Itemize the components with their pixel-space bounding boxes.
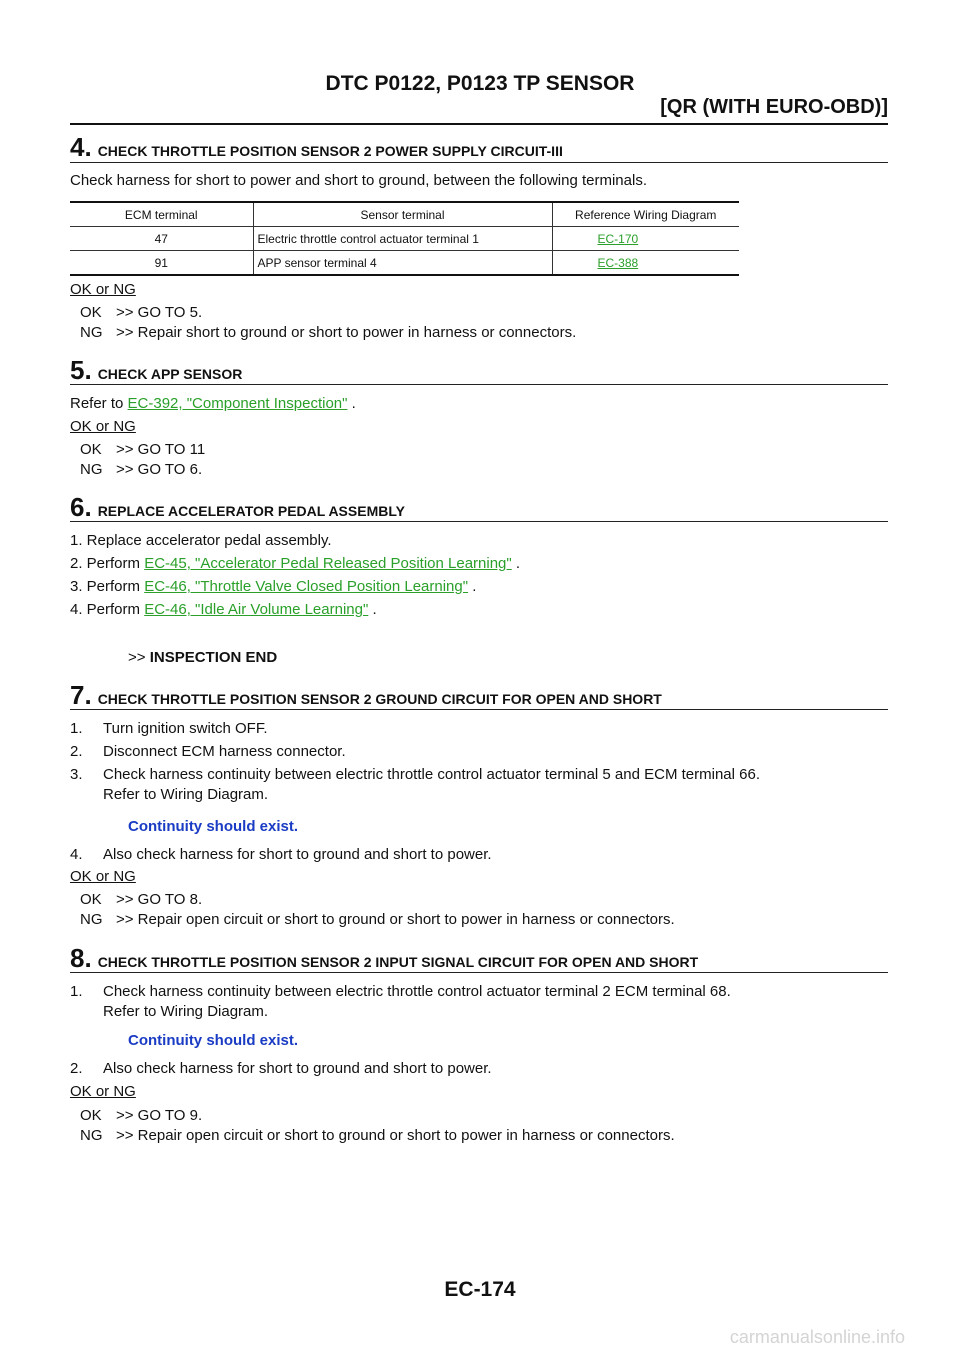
inspection-end: >> INSPECTION END [128, 649, 278, 666]
col-header-ecm: ECM terminal [70, 201, 253, 227]
ok-result: OK>> GO TO 11 [80, 441, 206, 458]
page-title: DTC P0122, P0123 TP SENSOR [325, 72, 635, 95]
table-header-row: ECM terminal Sensor terminal Reference W… [70, 201, 739, 227]
section-5-rule [70, 384, 888, 385]
link-ec-170[interactable]: EC-170 [597, 231, 639, 246]
link-component-inspection[interactable]: EC-392, "Component Inspection" [127, 395, 348, 412]
section-6-rule [70, 521, 888, 522]
ok-or-ng-label: OK or NG [70, 281, 136, 298]
page-subtitle: [QR (WITH EURO-OBD)] [660, 96, 888, 118]
ng-result: NG>> Repair open circuit or short to gro… [80, 1127, 675, 1144]
link-idle-air-volume-learning[interactable]: EC-46, "Idle Air Volume Learning" [144, 601, 369, 618]
link-pedal-released-learning[interactable]: EC-45, "Accelerator Pedal Released Posit… [144, 555, 512, 572]
section-4-heading: 4. CHECK THROTTLE POSITION SENSOR 2 POWE… [70, 132, 563, 162]
header-rule [70, 123, 888, 125]
link-throttle-closed-learning[interactable]: EC-46, "Throttle Valve Closed Position L… [144, 578, 469, 595]
ng-result: NG>> Repair open circuit or short to gro… [80, 911, 675, 928]
ok-or-ng-label: OK or NG [70, 868, 136, 885]
section-7-rule [70, 709, 888, 710]
step-item: 4.Also check harness for short to ground… [70, 846, 492, 863]
step-item-continued: Refer to Wiring Diagram. [103, 1003, 269, 1020]
step-item: 3. Perform EC-46, "Throttle Valve Closed… [70, 578, 477, 595]
section-6-heading: 6. REPLACE ACCELERATOR PEDAL ASSEMBLY [70, 492, 405, 522]
watermark: carmanualsonline.info [729, 1327, 905, 1347]
spec-text: Continuity should exist. [128, 1032, 299, 1049]
cell-ecm-terminal: 91 [70, 250, 253, 276]
ok-result: OK>> GO TO 9. [80, 1107, 203, 1124]
section-8-heading: 8. CHECK THROTTLE POSITION SENSOR 2 INPU… [70, 943, 699, 973]
spec-text: Continuity should exist. [128, 818, 299, 835]
section-5-refer: Refer to EC-392, "Component Inspection" … [70, 395, 356, 412]
section-4-rule [70, 162, 888, 163]
section-4-results: OK>> GO TO 5. NG>> Repair short to groun… [80, 303, 576, 343]
section-8-rule [70, 972, 888, 973]
ok-result: OK>> GO TO 8. [80, 891, 203, 908]
table-row: 47 Electric throttle control actuator te… [70, 226, 739, 251]
link-ec-388[interactable]: EC-388 [597, 255, 639, 270]
page-number: EC-174 [444, 1278, 516, 1301]
step-item: 4. Perform EC-46, "Idle Air Volume Learn… [70, 601, 377, 618]
section-7-results: OK>> GO TO 8. NG>> Repair open circuit o… [80, 890, 675, 930]
step-item: 1.Turn ignition switch OFF. [70, 720, 268, 737]
step-item: 2. Perform EC-45, "Accelerator Pedal Rel… [70, 555, 521, 572]
step-item: 1. Replace accelerator pedal assembly. [70, 532, 332, 549]
ok-or-ng-label: OK or NG [70, 1083, 136, 1100]
step-item: 2.Disconnect ECM harness connector. [70, 743, 346, 760]
step-item: 3.Check harness continuity between elect… [70, 766, 760, 783]
cell-sensor-terminal: Electric throttle control actuator termi… [252, 226, 552, 251]
step-item: 1.Check harness continuity between elect… [70, 983, 731, 1000]
col-header-reference: Reference Wiring Diagram [551, 201, 739, 227]
ng-result: NG>> Repair short to ground or short to … [80, 324, 577, 341]
ok-result: OK>> GO TO 5. [80, 304, 203, 321]
ok-or-ng-label: OK or NG [70, 418, 136, 435]
table-row: 91 APP sensor terminal 4 EC-388 [70, 250, 739, 276]
col-header-sensor: Sensor terminal [252, 201, 552, 227]
section-8-results: OK>> GO TO 9. NG>> Repair open circuit o… [80, 1106, 675, 1146]
step-item: 2.Also check harness for short to ground… [70, 1060, 492, 1077]
section-4-intro: Check harness for short to power and sho… [70, 172, 647, 189]
section-5-results: OK>> GO TO 11 NG>> GO TO 6. [80, 440, 205, 480]
step-item-continued: Refer to Wiring Diagram. [103, 786, 269, 803]
section-7-heading: 7. CHECK THROTTLE POSITION SENSOR 2 GROU… [70, 680, 662, 710]
terminal-table: ECM terminal Sensor terminal Reference W… [70, 201, 739, 276]
cell-sensor-terminal: APP sensor terminal 4 [252, 250, 552, 276]
ng-result: NG>> GO TO 6. [80, 461, 203, 478]
cell-ecm-terminal: 47 [70, 226, 253, 251]
section-5-heading: 5. CHECK APP SENSOR [70, 355, 243, 385]
